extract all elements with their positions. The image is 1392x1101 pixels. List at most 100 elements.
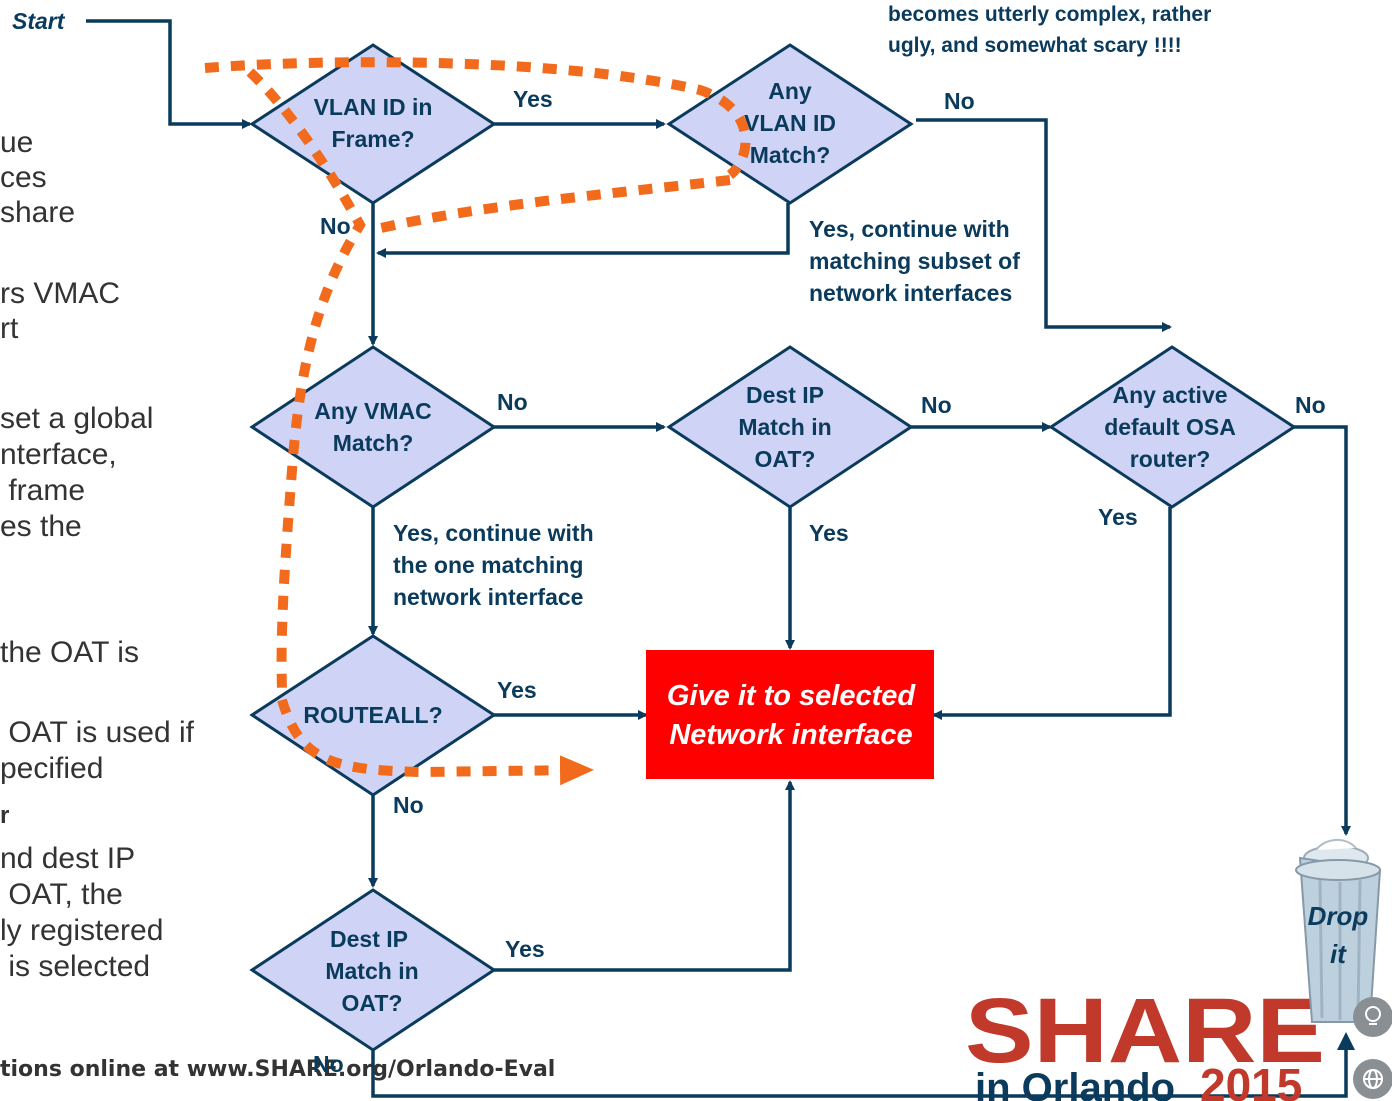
node-label: Frame? [331,126,414,152]
edge-label: matching subset of [809,248,1020,274]
diamond-shape [249,43,497,205]
node-label: default OSA [1104,414,1236,440]
side-text-line: ly registered [0,914,163,947]
node-any-active-default-osa-router: Any active default OSA router? [1048,345,1297,509]
side-text-line: es the [0,510,82,543]
node-label: Match in [325,958,418,984]
side-text-line: is selected [0,950,150,983]
connectors [368,118,1355,1098]
edge-vlan-match-yes [376,203,790,258]
trash-can-icon: Drop it [1295,839,1382,1023]
node-vlan-id-in-frame: VLAN ID in Frame? [249,43,497,205]
diamond-shape [1048,345,1297,509]
share-logo: SHARE in Orlando 2015 [965,980,1325,1101]
dotted-path-down [246,68,366,691]
node-label: Match in [738,414,831,440]
start-connector [86,19,252,129]
side-text-line: ces [0,161,47,194]
highlighted-packet-path [204,57,751,786]
globe-icon[interactable] [1353,1059,1392,1099]
node-label: Any VMAC [314,398,432,424]
side-text-line: nterface, [0,438,117,471]
side-text-block: ue ces share rs VMAC rt set a global nte… [0,126,195,983]
edge-label: No [393,792,424,818]
edge-label: No [313,1051,344,1077]
node-label: Dest IP [746,382,824,408]
edge-label: network interface [393,584,583,610]
side-text-line: pecified [0,752,103,785]
node-label: Any [768,78,812,104]
edge-label: Yes [497,677,537,703]
node-dest-ip-match-in-oat-2: Dest IP Match in OAT? [249,888,497,1052]
edge-label: No [921,392,952,418]
side-text-line: OAT, the [0,878,123,911]
diamond-shape [249,888,497,1052]
logo-line2: in Orlando [975,1066,1175,1101]
edge-label: Yes, continue with [393,520,594,546]
node-label: VLAN ID [744,110,836,136]
footer-url-text: tions online at www.SHARE.org/Orlando-Ev… [0,1057,555,1082]
side-text-line: frame [0,474,85,507]
drop-label: it [1330,939,1347,969]
node-any-vmac-match: Any VMAC Match? [249,345,497,509]
edge-label: No [1295,392,1326,418]
edge-osa-no [1294,425,1351,836]
banner-line: ugly, and somewhat scary !!!! [888,34,1182,57]
edge-label: the one matching [393,552,583,578]
node-dest-ip-match-in-oat-1: Dest IP Match in OAT? [666,345,914,509]
node-label: Match? [750,142,831,168]
dotted-path-routeall [277,698,594,786]
edge-label: No [497,389,528,415]
diamond-shape [249,345,497,509]
node-label: Dest IP [330,926,408,952]
node-label: ROUTEALL? [303,702,442,728]
edge-osa-yes [932,507,1172,720]
logo-year: 2015 [1200,1059,1302,1101]
edge-label: No [944,88,975,114]
node-label: OAT? [342,990,403,1016]
target-network-interface-box: Give it to selected Network interface [646,650,934,779]
node-label: Match? [333,430,414,456]
edge-label: Yes [809,520,849,546]
side-text-line: OAT is used if [0,716,195,749]
edge-label: Yes [513,86,553,112]
banner-text: becomes utterly complex, rather ugly, an… [888,3,1211,57]
drop-label: Drop [1308,901,1369,931]
side-text-line: share [0,196,75,229]
node-label: VLAN ID in [314,94,433,120]
edge-vlan-match-no [916,118,1172,332]
edge-label: network interfaces [809,280,1012,306]
target-label: Network interface [669,719,912,751]
target-box-shape [646,650,934,779]
logo-word: SHARE [965,980,1325,1082]
side-text-line: ue [0,126,33,159]
side-text-line: set a global [0,402,153,435]
edge-labels: Yes No No Yes, continue with matching su… [320,86,1326,962]
node-label: Any active [1112,382,1227,408]
start-label: Start [12,8,66,34]
edge-label: Yes, continue with [809,216,1010,242]
node-routeall: ROUTEALL? [249,634,497,797]
diamond-shape [666,43,914,205]
target-label: Give it to selected [667,680,916,712]
edge-label: Yes [505,936,545,962]
node-label: OAT? [755,446,816,472]
side-text-line: rt [0,312,19,345]
edge-label: Yes [1098,504,1138,530]
side-text-line: r [0,802,9,829]
dotted-path-return [370,175,731,235]
side-text-line: rs VMAC [0,277,120,310]
dotted-path-top [204,57,751,179]
node-any-vlan-id-match: Any VLAN ID Match? [666,43,914,205]
diamond-shape [666,345,914,509]
edge-oat2-yes [494,780,795,972]
edge-label: No [320,213,351,239]
banner-line: becomes utterly complex, rather [888,3,1211,26]
lightbulb-icon[interactable] [1353,997,1392,1037]
edge-oat2-no [371,1032,1355,1098]
side-text-line: nd dest IP [0,842,135,875]
node-label: router? [1130,446,1211,472]
side-text-line: the OAT is [0,636,139,669]
diamond-shape [249,634,497,797]
